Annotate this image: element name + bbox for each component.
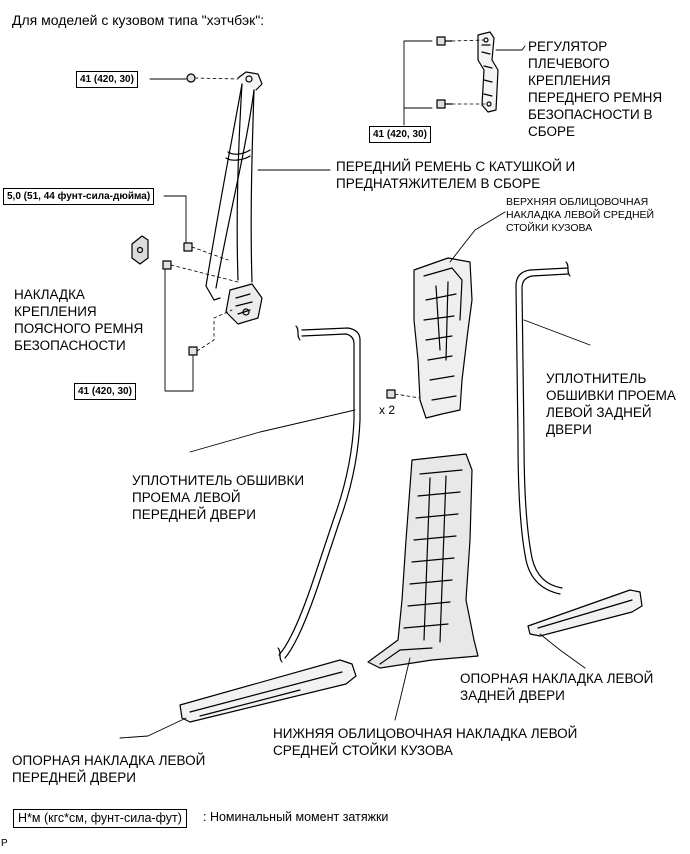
label-rear-scuff-plate: ОПОРНАЯ НАКЛАДКА ЛЕВОЙ ЗАДНЕЙ ДВЕРИ	[460, 671, 654, 703]
lower-pillar-trim	[367, 453, 479, 669]
page-title: Для моделей с кузовом типа "хэтчбэк":	[12, 12, 265, 28]
rear-scuff-leader	[539, 633, 586, 669]
torque-callout-top: 41 (420, 30)	[76, 71, 138, 88]
legend-unit-box: Н*м (кгс*см, фунт-сила-фут)	[13, 809, 187, 828]
small-bolt-leader	[163, 195, 187, 244]
lower-torque-leader	[164, 269, 194, 392]
rear-scuff-plate	[527, 589, 643, 637]
rear-door-weatherstrip	[515, 261, 571, 595]
front-scuff-plate	[179, 659, 357, 723]
shoulder-anchor-adjuster	[477, 31, 499, 113]
pillar-clip	[386, 389, 396, 399]
anchor-dash-lines	[451, 39, 489, 105]
label-lower-pillar-trim: НИЖНЯЯ ОБЛИЦОВОЧНАЯ НАКЛАДКА ЛЕВОЙ СРЕДН…	[273, 726, 578, 758]
belt-bolts	[162, 73, 198, 356]
upper-trim-leader	[449, 211, 506, 263]
label-lap-belt-cover: НАКЛАДКА КРЕПЛЕНИЯ ПОЯСНОГО РЕМНЯ БЕЗОПА…	[14, 287, 144, 353]
rear-weatherstrip-leader	[523, 319, 591, 346]
label-clip-count: x 2	[379, 403, 396, 417]
front-weatherstrip-leader	[189, 409, 356, 453]
anchor-torque-leader	[403, 40, 433, 126]
belt-dash-lines	[170, 77, 239, 352]
front-door-weatherstrip	[277, 325, 361, 663]
label-shoulder-anchor: РЕГУЛЯТОР ПЛЕЧЕВОГО КРЕПЛЕНИЯ ПЕРЕДНЕГО …	[528, 39, 663, 139]
label-front-scuff-plate: ОПОРНАЯ НАКЛАДКА ЛЕВОЙ ПЕРЕДНЕЙ ДВЕРИ	[12, 753, 206, 785]
legend-description: : Номинальный момент затяжки	[203, 810, 389, 824]
torque-callout-anchor: 41 (420, 30)	[369, 126, 431, 143]
lap-belt-cover	[131, 235, 149, 265]
seat-belt-assembly	[205, 71, 263, 325]
label-front-door-weatherstrip: УПЛОТНИТЕЛЬ ОБШИВКИ ПРОЕМА ЛЕВОЙ ПЕРЕДНЕ…	[132, 473, 305, 522]
torque-callout-small-bolt: 5,0 (51, 44 фунт-сила-дюйма)	[3, 188, 155, 205]
front-scuff-leader	[119, 717, 187, 739]
anchor-bolts	[436, 36, 453, 109]
torque-callout-lower: 41 (420, 30)	[74, 383, 136, 400]
label-rear-door-weatherstrip: УПЛОТНИТЕЛЬ ОБШИВКИ ПРОЕМА ЛЕВОЙ ЗАДНЕЙ …	[546, 371, 676, 437]
footer-code: P	[1, 838, 8, 849]
anchor-label-leader	[495, 45, 526, 51]
upper-pillar-trim	[413, 257, 473, 419]
clip-dash-line	[394, 393, 421, 399]
label-front-belt: ПЕРЕДНИЙ РЕМЕНЬ С КАТУШКОЙ И ПРЕДНАТЯЖИТ…	[336, 159, 576, 191]
label-upper-pillar-trim: ВЕРХНЯЯ ОБЛИЦОВОЧНАЯ НАКЛАДКА ЛЕВОЙ СРЕД…	[506, 196, 655, 234]
lower-trim-leader	[394, 657, 411, 721]
